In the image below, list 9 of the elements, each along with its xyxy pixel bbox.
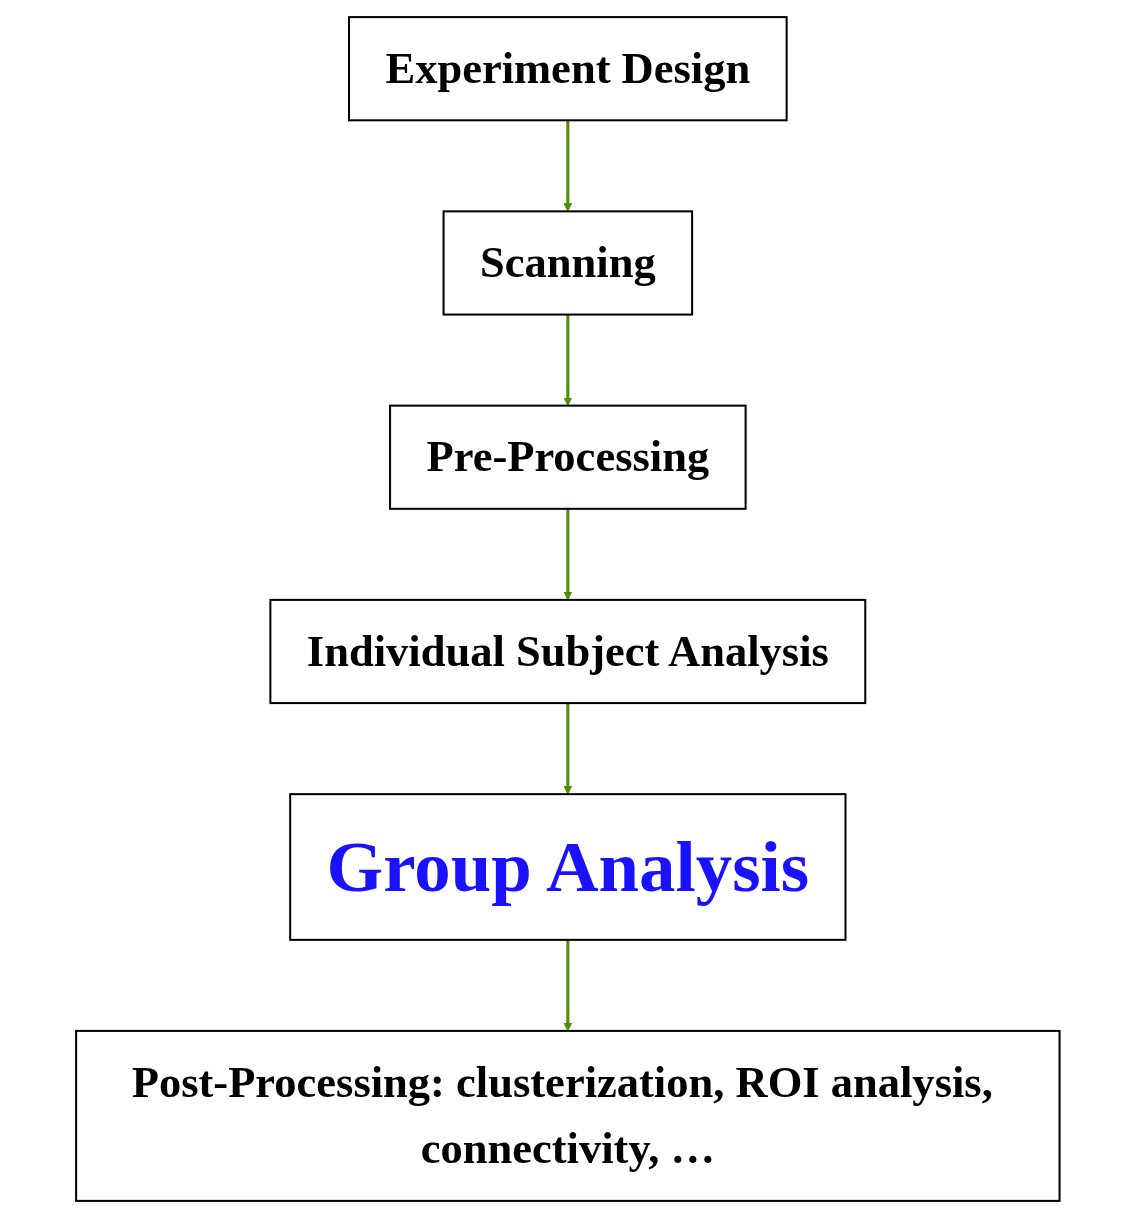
node-box: Post-Processing: clusterization, ROI analysis, connectivity, … [75, 1029, 1061, 1202]
node-box: Pre-Processing [389, 404, 747, 510]
node-box: Individual Subject Analysis [269, 598, 867, 704]
node-box: Group Analysis [289, 792, 847, 941]
node-box: Experiment Design [348, 15, 788, 121]
arrow [563, 939, 573, 1031]
node-box: Scanning [442, 209, 694, 316]
arrow [563, 508, 573, 600]
arrow [563, 314, 573, 406]
